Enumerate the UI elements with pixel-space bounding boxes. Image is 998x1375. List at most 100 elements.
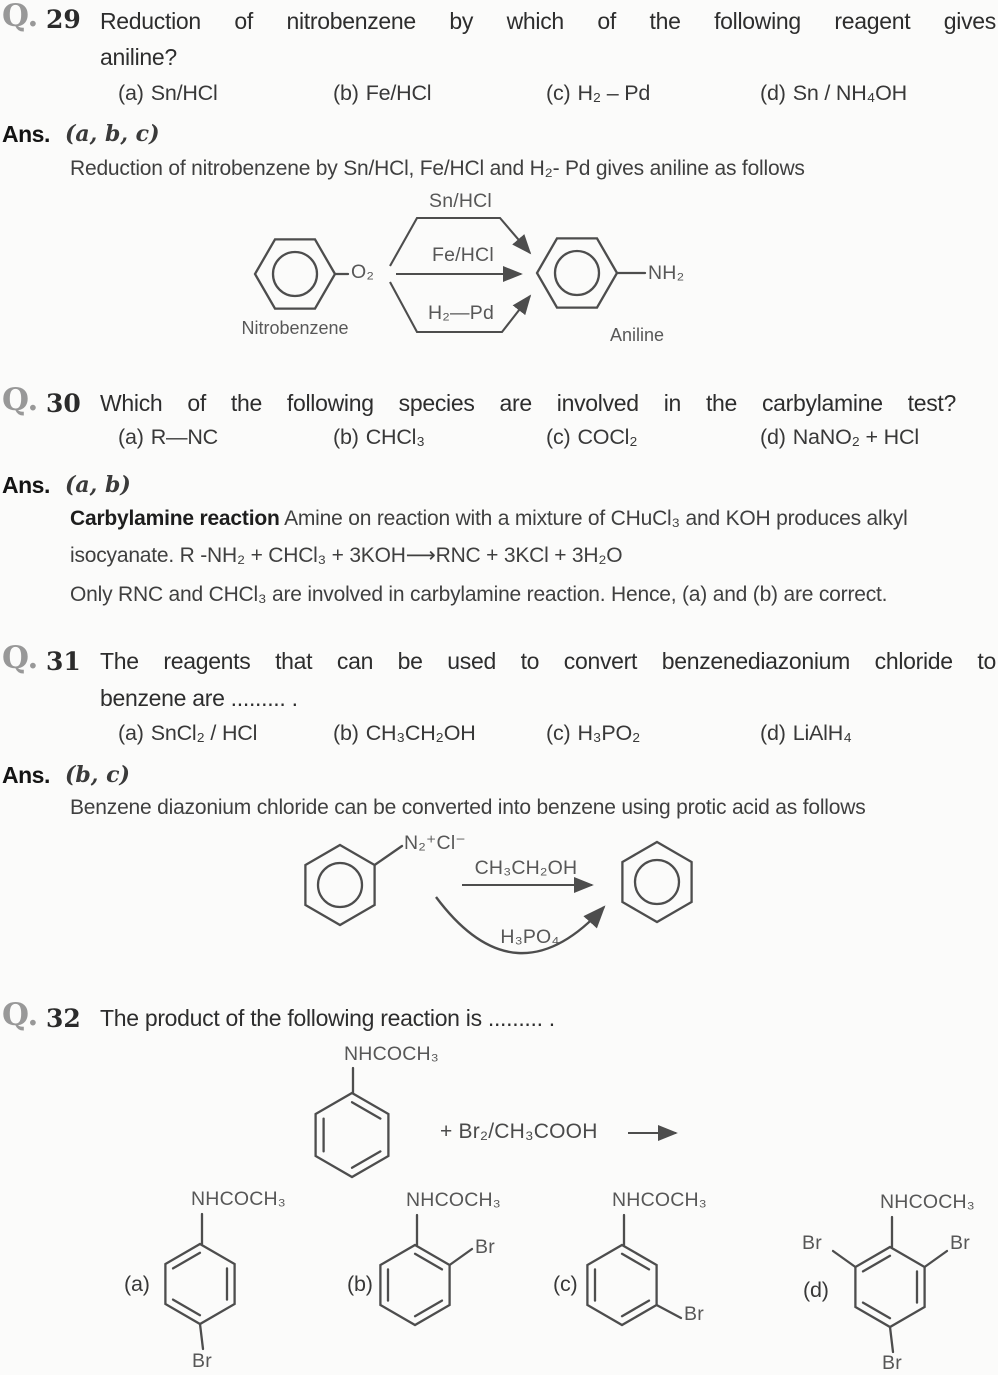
option-letter: (d) [760,81,786,105]
reaction-arrows [435,877,606,955]
option-letter: (d) [760,721,786,745]
reactant-name: Nitrobenzene [241,318,349,338]
benzene-ring-diazonium [304,843,404,927]
benzene-ring-aniline [535,237,647,309]
answer-label: Ans. [2,472,50,498]
benzene-ring-nitrobenzene [253,238,350,310]
option-formula: COCl₂ [577,425,638,449]
question-q-label: Q. [2,640,39,676]
option-letter: (b) [333,81,359,105]
option-letter: (a) [118,425,144,449]
amine-group-label: NH₂ [648,262,685,284]
answer-value: (a, b) [65,472,131,498]
option-c-br-label: Br [684,1303,704,1325]
question-number: 30 [46,389,81,418]
option-b-letter: (b) [347,1272,373,1296]
option-a-letter: (a) [124,1272,150,1296]
reagent-top-label: Sn/HCl [429,190,492,212]
option-formula: Sn/HCl [150,81,218,105]
option-c: (c)H₃PO₂ [546,721,640,746]
arrow-curved-reagent-label: H₃PO₄ [500,926,560,948]
option-b: (b)Fe/HCl [333,81,432,106]
reagent-middle-label: Fe/HCl [432,244,494,266]
reaction-scheme-acetanilide-bromination: NHCOCH₃ + Br₂/CH₃COOH [0,1040,998,1190]
reaction-scheme-nitrobenzene-to-aniline: O₂ Sn/HCl Fe/HCl H₂—Pd NH₂ Nitrobenzene … [0,186,998,351]
reagents-label: + Br₂/CH₃COOH [440,1120,598,1143]
option-formula: CH₃CH₂OH [365,721,476,745]
question-number: 29 [46,5,81,34]
reagent-bottom-label: H₂—Pd [428,302,495,324]
reaction-scheme-diazonium-to-benzene: N₂⁺Cl⁻ CH₃CH₂OH H₃PO₄ [0,826,998,986]
answer-explanation-line1: Carbylamine reaction Amine on reaction w… [70,506,908,532]
amide-group-label: NHCOCH₃ [344,1043,439,1065]
structure-b-ortho-bromoacetanilide [379,1213,474,1327]
option-letter: (b) [333,721,359,745]
question-text-line2: benzene are ......... . [100,685,298,711]
option-c-amide-label: NHCOCH₃ [612,1189,707,1211]
question-number: 31 [46,647,81,676]
option-b: (b)CH₃CH₂OH [333,721,476,746]
option-b: (b)CHCl₃ [333,425,425,450]
arrow-top-reagent-label: CH₃CH₂OH [474,857,578,879]
option-letter: (a) [118,721,144,745]
answer-value: (a, b, c) [65,121,160,147]
answer-explanation: Reduction of nitrobenzene by Sn/HCl, Fe/… [70,157,805,180]
option-d-br-right-label: Br [950,1232,970,1254]
option-c-letter: (c) [553,1272,578,1296]
answer-value: (b, c) [65,762,130,788]
option-c: (c)COCl₂ [546,425,638,450]
answer-label: Ans. [2,121,50,147]
option-formula: Sn / NH₄OH [792,81,908,105]
question-text-line1: The product of the following reaction is… [100,1005,555,1031]
question-text-line2: aniline? [100,44,177,70]
option-letter: (c) [546,721,571,745]
option-formula: H₂ – Pd [577,81,651,105]
option-b-br-label: Br [475,1236,495,1258]
option-letter: (b) [333,425,359,449]
scheme-drawing [253,216,647,334]
option-d-br-left-label: Br [802,1232,822,1254]
answer-explanation-line2: isocyanate. R -NH₂ + CHCl₃ + 3KOH⟶RNC + … [70,544,623,567]
option-letter: (d) [760,425,786,449]
option-d: (d)Sn / NH₄OH [760,81,907,106]
option-a: (a)Sn/HCl [118,81,218,106]
option-d: (d)NaNO₂ + HCl [760,425,919,450]
option-formula: Fe/HCl [365,81,432,105]
option-a-amide-label: NHCOCH₃ [191,1188,286,1210]
option-d: (d)LiAlH₄ [760,721,852,746]
structures-drawing [164,1212,949,1354]
answer-label: Ans. [2,762,50,788]
benzene-ring-product [621,840,693,924]
question-text-line1: The reagents that can be used to convert… [100,648,996,674]
question-number: 32 [46,1004,81,1033]
option-d-br-bottom-label: Br [882,1352,902,1374]
question-q-label: Q. [2,382,39,418]
explanation-lead: Carbylamine reaction [70,507,280,530]
structure-a-para-bromoacetanilide [164,1212,236,1351]
option-formula: NaNO₂ + HCl [792,425,919,449]
option-letter: (c) [546,425,571,449]
nitro-group-label: O₂ [351,261,375,283]
option-b-amide-label: NHCOCH₃ [406,1189,501,1211]
option-formula: CHCl₃ [365,425,425,449]
question-q-label: Q. [2,997,39,1033]
option-a-br-label: Br [192,1350,212,1372]
option-formula: R—NC [150,425,218,449]
option-a: (a)R—NC [118,425,218,450]
benzene-ring-acetanilide [314,1066,390,1179]
question-text-line1: Reduction of nitrobenzene by which of th… [100,8,996,34]
diazonium-group-label: N₂⁺Cl⁻ [404,832,466,854]
option-c: (c)H₂ – Pd [546,81,650,106]
answer-explanation: Benzene diazonium chloride can be conver… [70,796,866,819]
structure-c-meta-bromoacetanilide [586,1213,683,1327]
product-name: Aniline [609,325,665,345]
option-d-amide-label: NHCOCH₃ [880,1191,975,1213]
option-d-letter: (d) [803,1278,829,1302]
answer-explanation-line3: Only RNC and CHCl₃ are involved in carby… [70,583,888,606]
option-letter: (a) [118,81,144,105]
question-q-label: Q. [2,0,39,34]
answer-structures-row: (a) NHCOCH₃ Br (b) NHCOCH₃ Br (c) NHCOCH… [0,1188,998,1375]
reaction-arrows [389,216,532,334]
option-formula: SnCl₂ / HCl [150,721,258,745]
